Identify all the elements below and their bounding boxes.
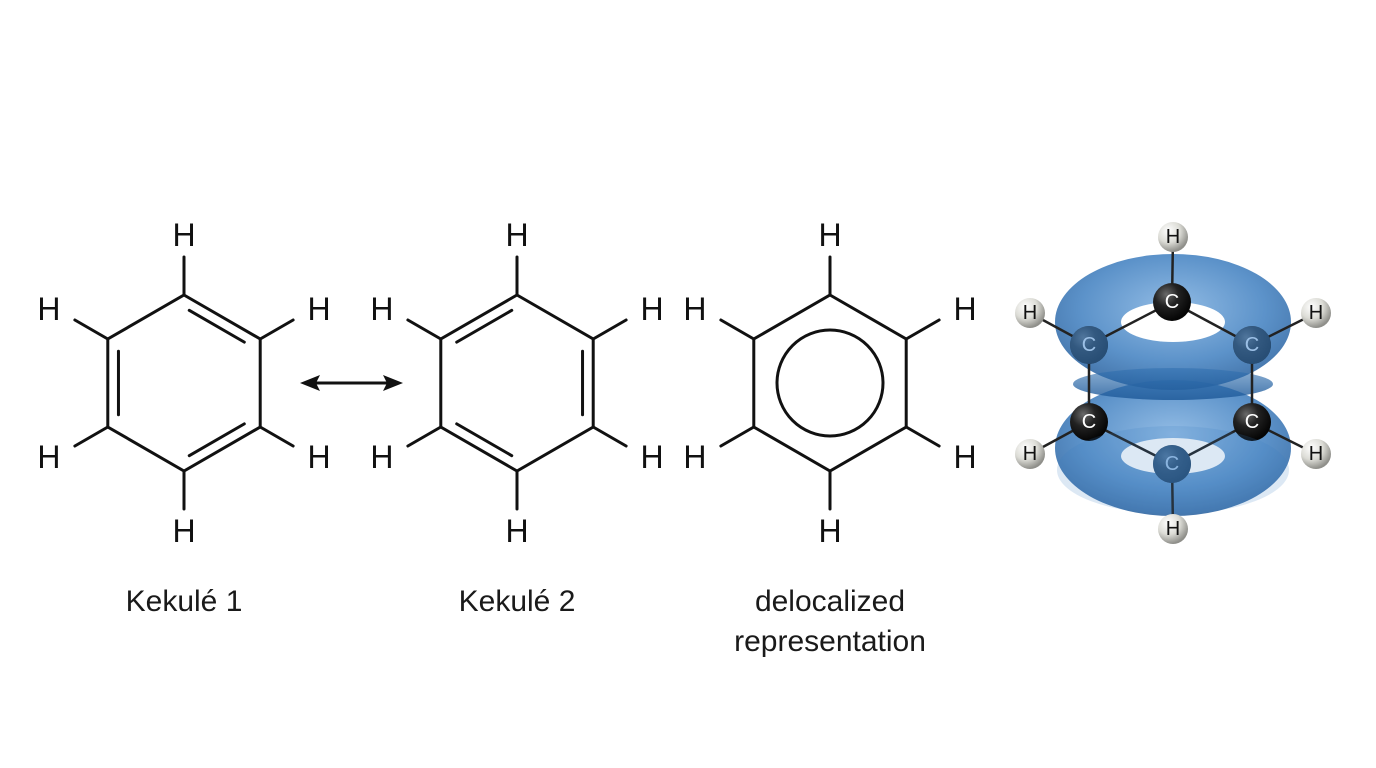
hydrogen-label: H xyxy=(683,291,706,327)
carbon-atom: C xyxy=(1070,326,1108,364)
ch-bond-line xyxy=(258,318,295,341)
carbon-atom: C xyxy=(1233,403,1271,441)
svg-text:C: C xyxy=(1165,291,1179,313)
hydrogen-label: H xyxy=(641,439,664,475)
structure-caption: delocalized xyxy=(755,585,905,618)
svg-text:H: H xyxy=(1166,518,1180,540)
hydrogen-label: H xyxy=(954,291,977,327)
ch-bond-line xyxy=(591,425,628,448)
hydrogen-label: H xyxy=(370,439,393,475)
pi-orbital-3d-model: H H H H H H C C C C C C xyxy=(1015,222,1331,544)
hydrogen-label: H xyxy=(641,291,664,327)
hydrogen-label: H xyxy=(308,291,331,327)
carbon-atom: C xyxy=(1233,326,1271,364)
svg-text:H: H xyxy=(1166,226,1180,248)
kekule-2-structure: H H H H H H Kekulé 2 xyxy=(370,217,663,618)
carbon-atom: C xyxy=(1153,445,1191,483)
hydrogen-label: H xyxy=(818,217,841,253)
svg-text:H: H xyxy=(1309,302,1323,324)
ch-bond-line xyxy=(258,425,295,448)
double-bond-line xyxy=(187,308,246,344)
arrow-head-right xyxy=(383,375,403,391)
ch-bond-line xyxy=(73,425,110,448)
ch-bond-line xyxy=(904,318,941,341)
hydrogen-label: H xyxy=(505,217,528,253)
hydrogen-label: H xyxy=(818,513,841,549)
double-bond-line xyxy=(455,422,514,458)
svg-text:C: C xyxy=(1082,334,1096,356)
hydrogen-label: H xyxy=(37,291,60,327)
hydrogen-label: H xyxy=(954,439,977,475)
structure-caption: Kekulé 1 xyxy=(126,585,243,618)
hydrogen-atom: H xyxy=(1301,298,1331,328)
hydrogen-atom: H xyxy=(1158,514,1188,544)
svg-text:H: H xyxy=(1023,443,1037,465)
double-bond-line xyxy=(455,308,514,344)
svg-text:C: C xyxy=(1245,334,1259,356)
arrow-head-left xyxy=(300,375,320,391)
kekule-1-structure: H H H H H H Kekulé 1 xyxy=(37,217,330,618)
benzene-ring xyxy=(439,293,595,473)
lower-lobe-sheen xyxy=(1057,426,1289,514)
carbon-atom: C xyxy=(1153,283,1191,321)
double-bond-line xyxy=(187,422,246,458)
ch-bond-line xyxy=(904,425,941,448)
hydrogen-label: H xyxy=(370,291,393,327)
svg-text:C: C xyxy=(1082,411,1096,433)
hydrogen-label: H xyxy=(308,439,331,475)
svg-text:C: C xyxy=(1245,411,1259,433)
upper-lobe-hole xyxy=(1121,302,1225,342)
hydrogen-atom: H xyxy=(1015,298,1045,328)
aromatic-circle xyxy=(775,328,885,438)
hydrogen-label: H xyxy=(172,513,195,549)
hydrogen-label: H xyxy=(683,439,706,475)
svg-text:H: H xyxy=(1023,302,1037,324)
ch-bond-line xyxy=(719,425,756,448)
ch-bond-line xyxy=(406,425,443,448)
structure-caption: representation xyxy=(734,625,926,658)
hydrogen-label: H xyxy=(505,513,528,549)
ch-bond-line xyxy=(73,318,110,341)
hydrogen-label: H xyxy=(37,439,60,475)
benzene-ring xyxy=(106,293,262,473)
hydrogen-atom: H xyxy=(1015,439,1045,469)
ch-bond-line xyxy=(406,318,443,341)
orbital-mid-band xyxy=(1073,368,1273,400)
hydrogen-atom: H xyxy=(1158,222,1188,252)
carbon-atom: C xyxy=(1070,403,1108,441)
svg-text:C: C xyxy=(1165,453,1179,475)
ch-bond-line xyxy=(591,318,628,341)
ch-bond-line xyxy=(719,318,756,341)
hydrogen-label: H xyxy=(172,217,195,253)
double-headed-arrow-icon xyxy=(300,375,403,391)
hydrogen-atom: H xyxy=(1301,439,1331,469)
structure-caption: Kekulé 2 xyxy=(459,585,576,618)
svg-text:H: H xyxy=(1309,443,1323,465)
